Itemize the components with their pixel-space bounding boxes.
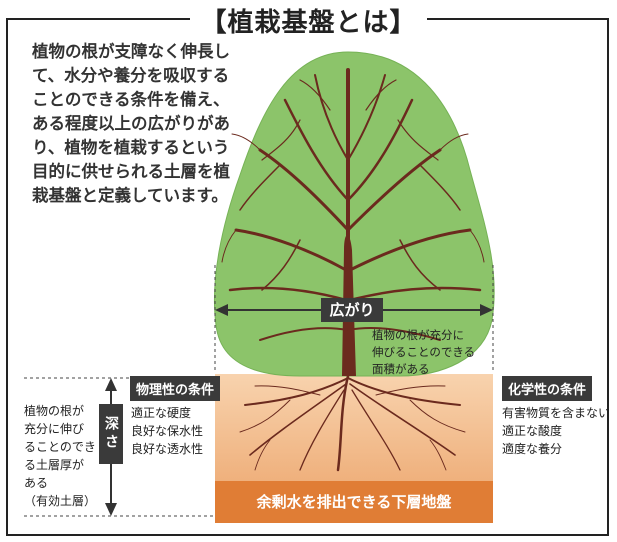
tree-branches	[221, 68, 485, 341]
physical-item: 良好な透水性	[131, 442, 204, 456]
chemical-item: 適正な酸度	[502, 424, 563, 438]
depth-note-line: ることのでき	[24, 440, 96, 454]
planting-soil-layer	[215, 374, 493, 482]
spread-note-line: 植物の根が充分に	[372, 328, 464, 342]
page-title: 【植栽基盤とは】	[0, 2, 617, 39]
physical-conditions-label: 物理性の条件	[130, 376, 221, 401]
chemical-item: 有害物質を含まない	[502, 406, 611, 420]
spread-label: 広がり	[321, 298, 383, 322]
physical-item: 適正な硬度	[131, 406, 192, 420]
depth-note-line: 充分に伸び	[24, 422, 85, 436]
chemical-item: 適度な養分	[502, 442, 563, 456]
chemical-conditions-list: 有害物質を含まない 適正な酸度 適度な養分	[502, 404, 610, 458]
depth-note-line: 植物の根が	[24, 404, 85, 418]
depth-note-line: る土層厚が	[24, 458, 85, 472]
tree-canopy	[213, 51, 495, 377]
tree-roots	[239, 374, 466, 472]
physical-conditions-list: 適正な硬度 良好な保水性 良好な透水性	[131, 404, 203, 458]
spread-note-line: 面積がある	[372, 362, 430, 376]
intro-text: 植物の根が支障なく伸長して、水分や養分を吸収することのできる条件を備え、ある程度…	[32, 42, 230, 205]
depth-note-line: （有効土層）	[24, 494, 97, 508]
chemical-conditions-label: 化学性の条件	[502, 376, 593, 401]
physical-item: 良好な保水性	[131, 424, 204, 438]
depth-note: 植物の根が 充分に伸び ることのでき る土層厚が ある （有効土層）	[24, 402, 100, 510]
subsoil-label: 余剰水を排出できる下層地盤	[256, 493, 452, 511]
title-text: 【植栽基盤とは】	[190, 8, 427, 38]
subsoil-layer	[215, 481, 493, 523]
depth-label: 深さ	[99, 404, 123, 464]
spread-note-line: 伸びることのできる	[372, 345, 476, 359]
spread-note: 植物の根が充分に 伸びることのできる 面積がある	[372, 327, 475, 378]
depth-note-line: ある	[24, 476, 49, 490]
